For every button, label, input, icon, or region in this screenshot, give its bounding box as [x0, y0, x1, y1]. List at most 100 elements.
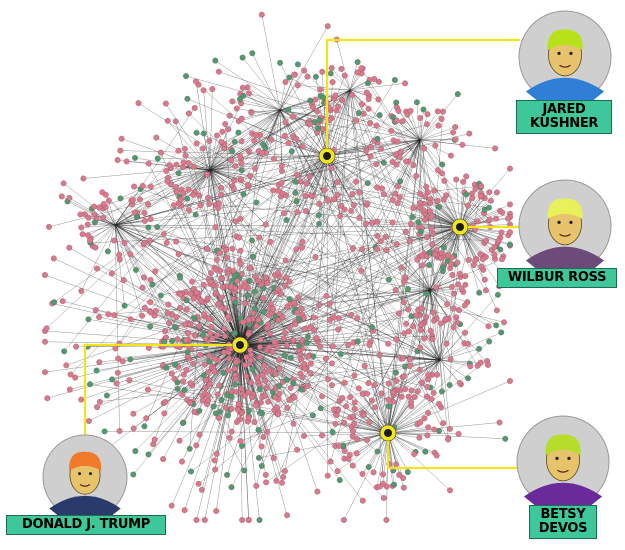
portrait-body	[523, 482, 603, 506]
person-node	[450, 129, 457, 136]
person-node	[304, 382, 311, 389]
edge	[239, 344, 243, 521]
portrait-eye	[78, 472, 82, 476]
person-node	[369, 219, 376, 226]
person-node	[406, 356, 413, 363]
edge	[114, 224, 204, 336]
edge	[236, 108, 421, 141]
edge	[419, 125, 439, 141]
organization-node	[316, 220, 323, 227]
person-node	[452, 124, 459, 130]
label-line: WILBUR ROSS	[507, 270, 607, 285]
person-node	[242, 362, 248, 369]
organization-node	[354, 338, 361, 345]
edge	[209, 114, 380, 171]
person-node	[190, 163, 197, 170]
organization-node	[307, 97, 314, 104]
organization-node	[493, 322, 500, 329]
edge	[209, 169, 228, 258]
person-node	[262, 471, 269, 478]
person-node	[223, 246, 230, 253]
person-node	[422, 193, 429, 200]
edge	[239, 344, 363, 501]
edge	[114, 123, 309, 226]
edge	[178, 253, 431, 291]
edge	[320, 408, 389, 434]
person-node	[143, 415, 150, 422]
edge	[419, 118, 442, 141]
person-node	[241, 283, 248, 290]
person-node	[349, 462, 356, 469]
organization-node	[497, 246, 504, 253]
edge	[349, 89, 490, 220]
person-node	[113, 380, 120, 387]
person-node	[462, 273, 469, 280]
person-node	[276, 365, 283, 372]
person-node	[117, 147, 124, 154]
organization-node	[149, 281, 156, 288]
edge	[387, 430, 440, 434]
person-node	[411, 394, 418, 400]
person-node	[262, 221, 269, 228]
connector-devos	[386, 441, 520, 470]
organization-node	[132, 448, 139, 455]
person-node	[507, 165, 513, 172]
person-node	[231, 177, 238, 184]
person-node	[139, 284, 146, 291]
person-node	[222, 333, 229, 340]
person-node	[474, 218, 481, 225]
edge	[209, 129, 229, 171]
person-node	[423, 183, 430, 190]
person-node	[290, 420, 297, 427]
person-node	[316, 200, 323, 207]
person-node	[234, 277, 241, 284]
person-node	[116, 256, 123, 263]
organization-node	[440, 264, 446, 271]
person-node	[507, 378, 513, 384]
person-node	[139, 312, 146, 319]
person-node	[247, 264, 254, 271]
person-node	[226, 434, 233, 441]
person-node	[247, 173, 254, 179]
edge	[361, 226, 461, 271]
edge	[106, 344, 241, 396]
person-node	[256, 354, 263, 361]
person-node	[324, 23, 331, 30]
person-node	[213, 266, 220, 273]
person-node	[96, 204, 103, 211]
edge	[209, 131, 223, 171]
person-node	[67, 371, 74, 378]
edge	[326, 155, 328, 476]
person-node	[193, 289, 200, 296]
person-node	[416, 204, 423, 211]
portrait-mouth	[559, 233, 571, 237]
person-node	[405, 393, 412, 400]
person-node	[213, 450, 220, 457]
person-node	[278, 168, 285, 174]
person-node	[434, 371, 441, 378]
person-node	[332, 92, 339, 99]
person-node	[233, 376, 240, 383]
portrait-eye	[557, 51, 561, 55]
organization-node	[281, 352, 288, 359]
organization-node	[315, 212, 322, 219]
edge	[249, 93, 281, 111]
person-node	[161, 410, 168, 417]
person-node	[183, 306, 190, 313]
person-node	[329, 79, 336, 86]
edge	[114, 224, 389, 280]
edge	[89, 109, 281, 241]
person-node	[116, 251, 123, 258]
person-node	[312, 254, 319, 260]
person-node	[483, 237, 490, 244]
person-node	[187, 290, 194, 297]
edge	[221, 187, 241, 346]
edge	[239, 99, 281, 111]
organization-node	[454, 91, 461, 98]
person-node	[200, 281, 207, 288]
organization-node	[391, 77, 398, 83]
edge	[239, 328, 305, 346]
edge	[133, 344, 241, 475]
person-node	[341, 379, 348, 386]
person-node	[477, 193, 484, 200]
